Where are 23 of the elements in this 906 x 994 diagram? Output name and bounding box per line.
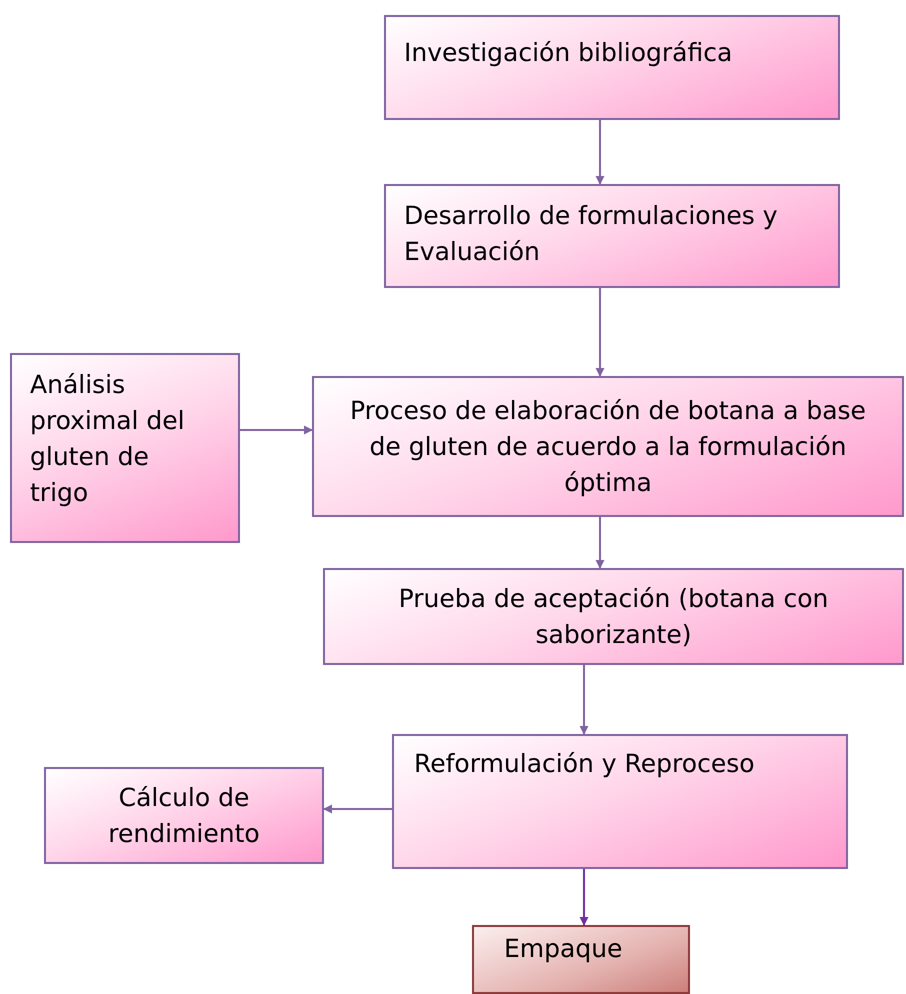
process-box: [44, 767, 324, 864]
step-label: Análisis proximal del gluten de trigo: [30, 369, 186, 509]
process-box: [10, 353, 240, 543]
step-label: Reformulación y Reproceso: [414, 748, 756, 780]
step-label: Empaque: [504, 933, 624, 965]
process-box: [384, 184, 840, 288]
process-box: [472, 925, 690, 994]
arrow: [323, 804, 392, 814]
arrow: [240, 426, 313, 434]
process-box: [312, 376, 904, 517]
step-label: Proceso de elaboración de botana a base de gluten de acuerdo a la formulación óptima: [349, 394, 867, 498]
arrow: [596, 288, 604, 377]
process-box: [323, 568, 904, 665]
step-label: Investigación bibliográfica: [404, 37, 734, 69]
arrow: [596, 517, 604, 569]
arrow: [596, 120, 604, 185]
step-label: Prueba de aceptación (botana con saborizante): [398, 582, 830, 650]
arrow: [580, 665, 588, 735]
arrow: [580, 869, 588, 926]
process-box: [384, 15, 840, 120]
step-label: Desarrollo de formulaciones y Evaluación: [404, 200, 778, 268]
step-label: Cálculo de rendimiento: [107, 782, 261, 850]
process-box: [392, 734, 848, 869]
